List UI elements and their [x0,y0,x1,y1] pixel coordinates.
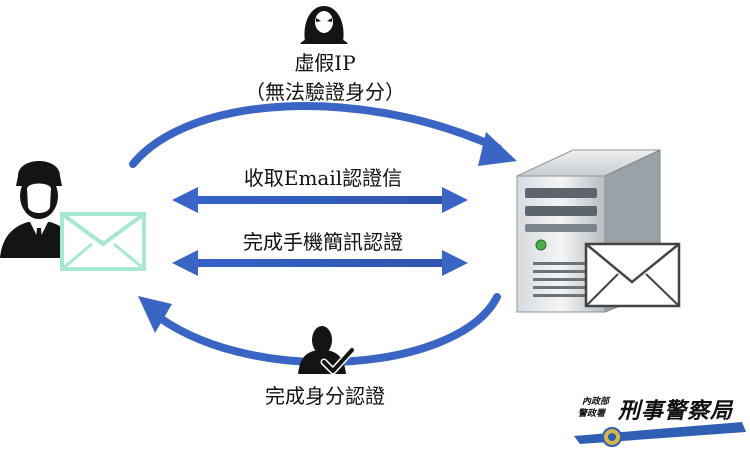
logo-line1: 內政部 [582,397,610,407]
logo-main-text: 刑事警察局 [618,399,734,424]
fake-ip-title: 虛假IP [294,51,356,75]
envelope-icon [584,242,681,308]
logo-graphic [574,422,746,447]
double-arrow-sms [172,250,468,276]
top-curved-arrow [129,102,517,168]
user-icon [0,161,78,258]
bottom-curved-arrow [138,293,501,367]
cib-logo: 內政部 警政署 刑事警察局 CRIMINAL INVESTIGATION BUR… [572,392,748,448]
identity-verified-label: 完成身分認證 [265,384,385,408]
hacker-icon [300,6,348,44]
logo-line2: 警政署 [578,409,606,419]
envelope-icon [60,212,146,271]
sms-verification-label: 完成手機簡訊認證 [243,230,403,254]
fake-ip-subtitle: （無法驗證身分） [245,80,405,104]
double-arrow-email [172,187,468,213]
verified-user-icon [298,326,356,375]
email-verification-label: 收取Email認證信 [243,166,403,190]
